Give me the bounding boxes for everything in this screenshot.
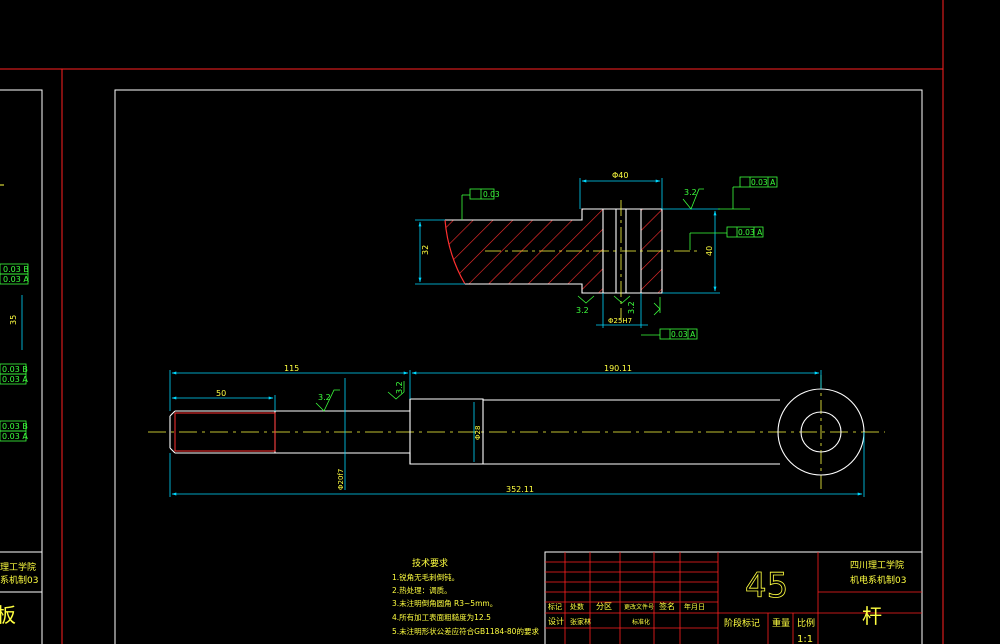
title-school: 四川理工学院 bbox=[850, 559, 904, 571]
tech-req-item-2: 2.热处理：调质。 bbox=[392, 585, 452, 595]
left-title-line-2: 机电系机制03 bbox=[0, 574, 38, 586]
main-rough-left: 3.2 bbox=[318, 393, 331, 402]
inner-sheet-border bbox=[114, 89, 923, 644]
title-part-name: 杆 bbox=[862, 604, 882, 628]
technical-requirements: 技术要求 1.锐角无毛刺倒钝。 2.热处理：调质。 3.未注明倒角圆角 R3~5… bbox=[392, 557, 539, 636]
main-dim-total-length: 352.11 bbox=[506, 485, 534, 494]
section-dim-right: 40 bbox=[705, 246, 714, 256]
title-scale-label: 比例 bbox=[797, 617, 815, 629]
left-partial-sheet: 0.03 B 0.03 A 0.03 B 0.03 A 0.03 B 0.03 … bbox=[0, 89, 43, 644]
left-part-name: 板 bbox=[0, 603, 16, 627]
section-view[interactable]: Φ40 32 40 Φ25H7 bbox=[415, 171, 778, 340]
title-cell-std: 标准化 bbox=[632, 618, 650, 626]
section-tol-top-left: 0.03 bbox=[483, 190, 500, 199]
title-cell-doc: 更改文件号 bbox=[624, 603, 654, 611]
main-dim-left-dia: Φ20f7 bbox=[337, 469, 345, 490]
drawing-frames bbox=[0, 0, 944, 644]
title-class: 机电系机制03 bbox=[850, 574, 906, 586]
tech-req-title: 技术要求 bbox=[412, 557, 448, 569]
tech-req-item-4: 4.所有加工表面粗糙度为12.5 bbox=[392, 612, 491, 622]
left-tol-6: 0.03 A bbox=[2, 432, 28, 441]
left-tol-5: 0.03 B bbox=[2, 422, 28, 431]
title-scale-value: 1:1 bbox=[797, 634, 813, 644]
section-rough-top: 3.2 bbox=[684, 188, 697, 197]
eye-inner-circle bbox=[800, 411, 842, 453]
section-dim-bottom: Φ25H7 bbox=[608, 317, 632, 325]
left-tol-4: 0.03 A bbox=[2, 375, 28, 384]
tech-req-item-3: 3.未注明倒角圆角 R3~5mm。 bbox=[392, 598, 497, 608]
main-dim-left-length: 115 bbox=[284, 364, 299, 373]
section-tol-middle-right: 0.03 A bbox=[738, 228, 763, 237]
main-dim-right-length: 190.11 bbox=[604, 364, 632, 373]
section-dim-left: 32 bbox=[421, 245, 430, 255]
title-cell-sign: 签名 bbox=[659, 601, 675, 611]
title-cell-mark: 标记 bbox=[548, 602, 562, 611]
title-block[interactable]: 45 四川理工学院 机电系机制03 杆 标记 处数 分区 更改文件号 签名 年月… bbox=[544, 551, 923, 644]
left-tol-2: 0.03 A bbox=[3, 275, 29, 284]
left-title-line-1: 四川理工学院 bbox=[0, 561, 36, 573]
title-cell-designer: 张家林 bbox=[570, 617, 591, 626]
left-tol-3: 0.03 B bbox=[2, 365, 28, 374]
tech-req-item-1: 1.锐角无毛刺倒钝。 bbox=[392, 572, 459, 582]
thread-region bbox=[174, 412, 276, 452]
title-cell-date: 年月日 bbox=[684, 602, 705, 611]
title-cell-zone: 分区 bbox=[596, 602, 612, 611]
title-weight-label: 重量 bbox=[772, 617, 790, 629]
section-tol-top-right: 0.03 A bbox=[751, 178, 776, 187]
title-material: 45 bbox=[745, 566, 788, 606]
section-dim-top: Φ40 bbox=[612, 171, 628, 180]
left-tol-1: 0.03 B bbox=[3, 265, 29, 274]
title-cell-design: 设计 bbox=[548, 616, 564, 626]
title-cell-count: 处数 bbox=[570, 602, 584, 611]
section-rough-bottom: 3.2 bbox=[627, 301, 636, 314]
main-dim-thread-length: 50 bbox=[216, 389, 226, 398]
title-stage-label: 阶段标记 bbox=[724, 617, 760, 629]
left-dim-vert: 35 bbox=[9, 315, 18, 325]
section-rough-bottom-left: 3.2 bbox=[576, 306, 589, 315]
main-dim-mid-dia: Φ28 bbox=[474, 426, 482, 440]
main-view[interactable]: 115 50 190.11 352.11 Φ20f7 Φ28 3.2 3.2 bbox=[148, 364, 885, 497]
tech-req-item-5: 5.未注明形状公差应符合GB1184-80的要求 bbox=[392, 626, 539, 636]
section-tol-bottom: 0.03 A bbox=[671, 330, 696, 339]
main-rough-mid: 3.2 bbox=[395, 381, 404, 394]
